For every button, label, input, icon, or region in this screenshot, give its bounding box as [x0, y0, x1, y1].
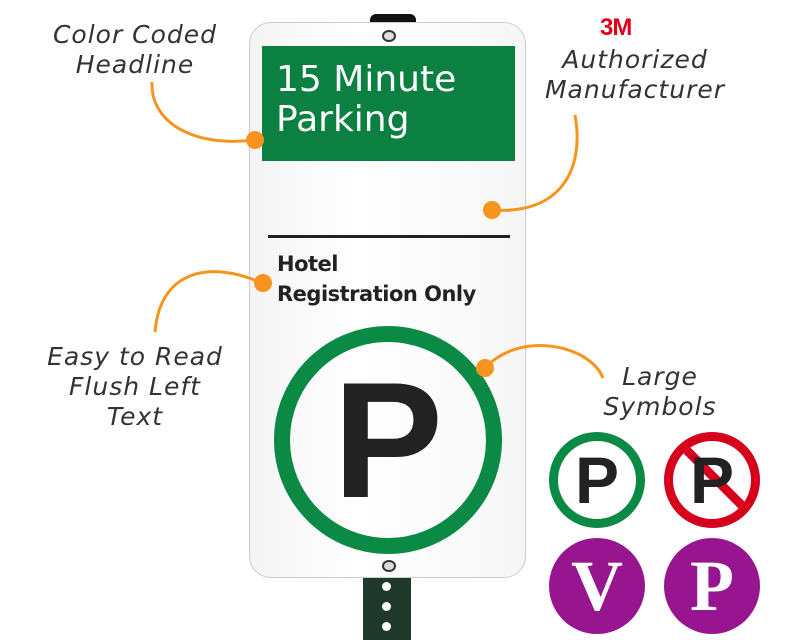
callout-dot: [483, 201, 501, 219]
post-hole: [382, 622, 391, 631]
sign-headline: 15 Minute Parking: [262, 46, 515, 161]
symbol-p-purple: P: [664, 538, 760, 634]
post-hole: [382, 582, 391, 591]
callout-line: [153, 270, 263, 333]
callout-line-text: Headline: [75, 50, 195, 79]
no-parking-letter: P: [689, 443, 735, 517]
callout-line: [150, 81, 256, 143]
callout-line: [491, 114, 579, 212]
3m-logo: 3M: [600, 14, 632, 41]
callout-line-text: Easy to Read: [47, 342, 223, 371]
callout-line: [483, 344, 605, 379]
bolt-icon: [382, 30, 396, 42]
callout-line-text: Color Coded: [52, 20, 218, 49]
headline-line: 15 Minute: [276, 59, 457, 100]
sign-subtext: Hotel Registration Only: [277, 249, 476, 309]
callout-line-text: Symbols: [603, 392, 717, 421]
callout-dot: [254, 274, 272, 292]
callout-dot: [476, 359, 494, 377]
subtext-line: Registration Only: [277, 282, 476, 306]
callout-dot: [246, 131, 264, 149]
post-bracket: [370, 14, 416, 24]
callout-line-text: Authorized: [562, 45, 708, 74]
post-hole: [382, 602, 391, 611]
headline-line: Parking: [276, 99, 410, 140]
divider: [268, 235, 510, 238]
subtext-line: Hotel: [277, 252, 338, 276]
symbol-no-parking: P: [664, 432, 760, 528]
symbol-v-purple: V: [549, 538, 645, 634]
callout-line-text: Flush Left: [69, 372, 201, 401]
callout-line-text: Text: [106, 402, 164, 431]
parking-sign: 15 Minute Parking Hotel Registration Onl…: [249, 22, 526, 578]
callout-line-text: Manufacturer: [544, 75, 726, 104]
bolt-icon: [382, 560, 396, 572]
symbol-parking-green: P: [549, 432, 645, 528]
callout-line-text: Large: [622, 362, 698, 391]
